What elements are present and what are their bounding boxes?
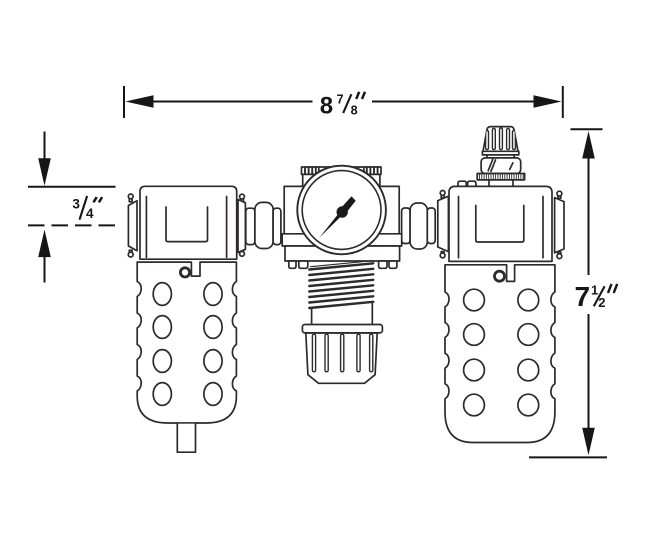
- svg-text:8: 8: [320, 92, 333, 119]
- svg-text:8: 8: [351, 104, 358, 118]
- svg-text:1: 1: [591, 282, 598, 297]
- svg-text:7: 7: [337, 93, 344, 107]
- svg-text:3: 3: [72, 197, 80, 212]
- svg-text:7: 7: [575, 281, 591, 312]
- svg-text:2: 2: [598, 295, 605, 310]
- svg-text:4: 4: [86, 206, 94, 221]
